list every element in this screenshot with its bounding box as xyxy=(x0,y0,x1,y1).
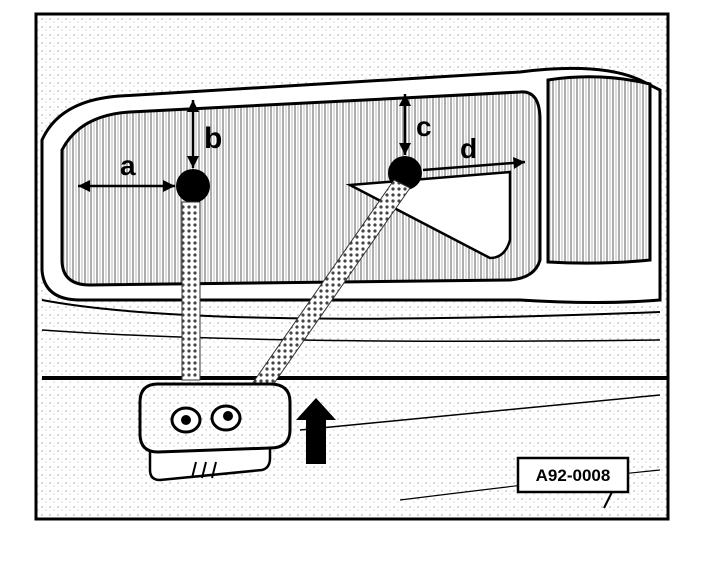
label-a: a xyxy=(120,150,136,181)
dimension-a xyxy=(78,180,175,192)
dimension-c xyxy=(399,94,411,155)
washer-nozzle xyxy=(138,382,292,482)
label-c: c xyxy=(416,111,432,142)
spray-target-left xyxy=(176,169,210,203)
cowl-line xyxy=(41,299,661,320)
view-direction-arrow-icon xyxy=(296,398,336,464)
hood-line-2 xyxy=(299,394,661,431)
side-window xyxy=(546,75,652,265)
dimension-d xyxy=(422,157,526,172)
label-b: b xyxy=(204,122,222,155)
label-d: d xyxy=(460,133,477,164)
reference-code-box xyxy=(516,456,630,494)
dimension-b xyxy=(187,100,199,168)
spray-jet-left xyxy=(181,201,201,381)
reference-code: A92-0008 xyxy=(536,466,611,485)
reference-leader xyxy=(603,491,613,509)
